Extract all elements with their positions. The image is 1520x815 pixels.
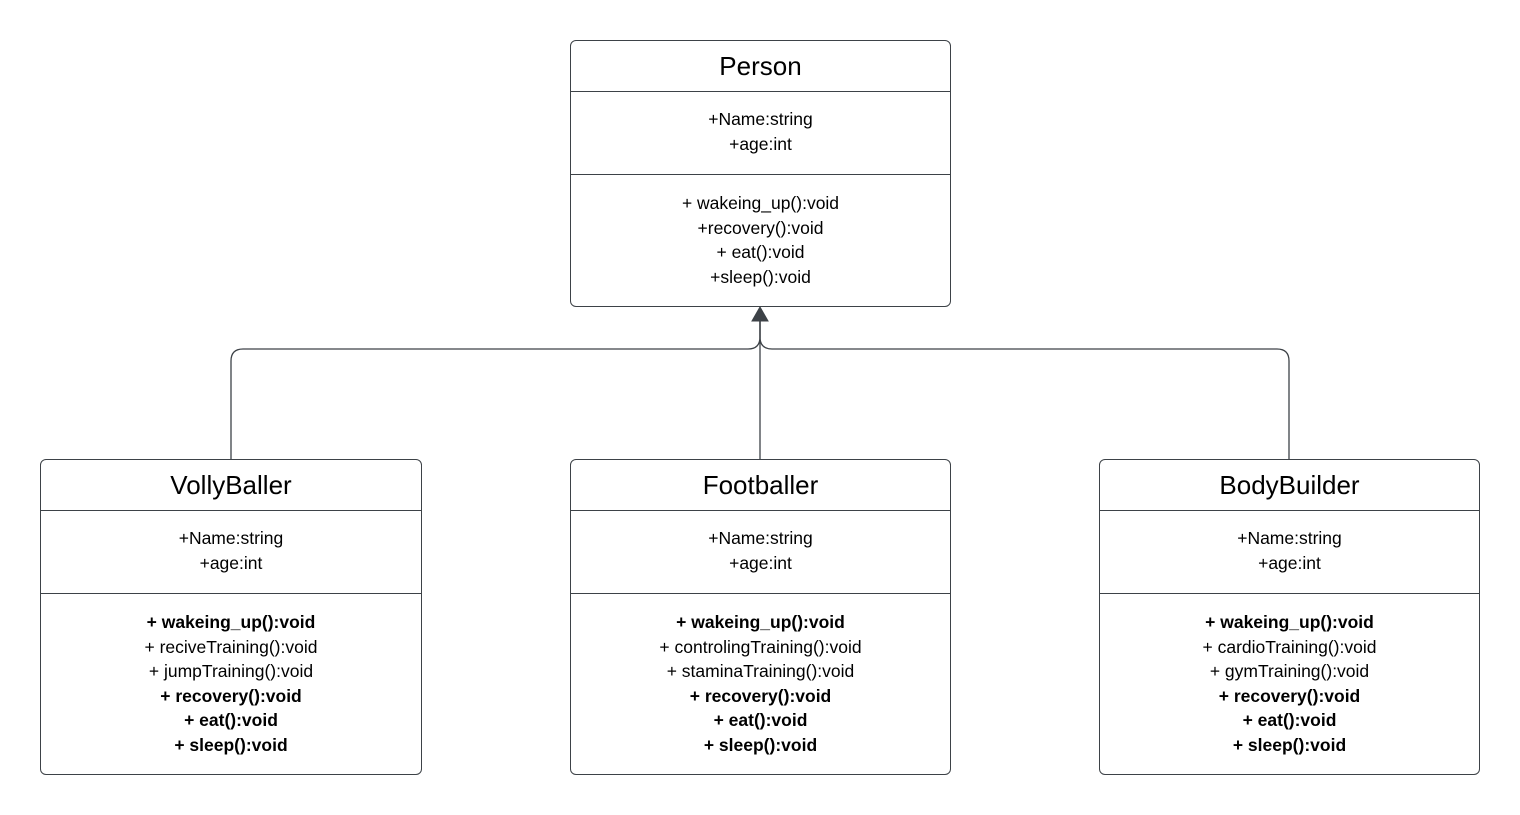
method: + jumpTraining():void (148, 661, 314, 681)
attribute: +age:int (1258, 552, 1321, 573)
method: + cardioTraining():void (1202, 636, 1377, 657)
method: + eat():void (184, 710, 278, 730)
method: + wakeing_up():void (1205, 612, 1374, 632)
class-footballer[interactable]: Footballer +Name:string +age:int + wakei… (570, 459, 951, 775)
method: +sleep():void (710, 266, 811, 287)
method: + wakeing_up():void (681, 193, 840, 213)
class-name: BodyBuilder (1100, 460, 1479, 511)
method: +recovery():void (697, 217, 824, 238)
attributes-section: +Name:string +age:int (41, 511, 421, 594)
attributes-section: +Name:string +age:int (571, 92, 950, 175)
methods-section: + wakeing_up():void + controlingTraining… (571, 594, 950, 757)
attribute: +Name:string (708, 109, 813, 129)
method: + recovery():void (1218, 685, 1361, 706)
attribute: +age:int (729, 552, 792, 573)
method: + eat():void (1242, 710, 1337, 730)
methods-section: + wakeing_up():void +recovery():void + e… (571, 175, 950, 289)
attributes-section: +Name:string +age:int (1100, 511, 1479, 594)
method: + sleep():void (703, 734, 818, 755)
inheritance-arrowhead (751, 305, 769, 322)
method: + eat():void (713, 710, 808, 730)
method: + sleep():void (1232, 734, 1347, 755)
class-name: Person (571, 41, 950, 92)
attribute: +Name:string (708, 528, 813, 548)
attribute: +Name:string (1237, 528, 1342, 548)
methods-section: + wakeing_up():void + cardioTraining():v… (1100, 594, 1479, 757)
method: + staminaTraining():void (666, 661, 855, 681)
class-name: Footballer (571, 460, 950, 511)
class-vollyballer[interactable]: VollyBaller +Name:string +age:int + wake… (40, 459, 422, 775)
methods-section: + wakeing_up():void + reciveTraining():v… (41, 594, 421, 757)
class-person[interactable]: Person +Name:string +age:int + wakeing_u… (570, 40, 951, 307)
attribute: +age:int (199, 552, 263, 573)
method: + recovery():void (160, 685, 302, 706)
method: + sleep():void (174, 734, 288, 755)
attribute: +Name:string (178, 528, 284, 548)
method: + gymTraining():void (1209, 661, 1370, 681)
method: + recovery():void (689, 685, 832, 706)
method: + eat():void (716, 242, 805, 262)
method: + reciveTraining():void (144, 636, 318, 657)
attribute: +age:int (729, 133, 792, 154)
method: + wakeing_up():void (146, 612, 316, 632)
class-name: VollyBaller (41, 460, 421, 511)
inheritance-line-bodybuilder (759, 320, 1290, 459)
attributes-section: +Name:string +age:int (571, 511, 950, 594)
method: + wakeing_up():void (676, 612, 845, 632)
inheritance-line-vollyballer (230, 320, 761, 459)
method: + controlingTraining():void (659, 636, 862, 657)
class-bodybuilder[interactable]: BodyBuilder +Name:string +age:int + wake… (1099, 459, 1480, 775)
